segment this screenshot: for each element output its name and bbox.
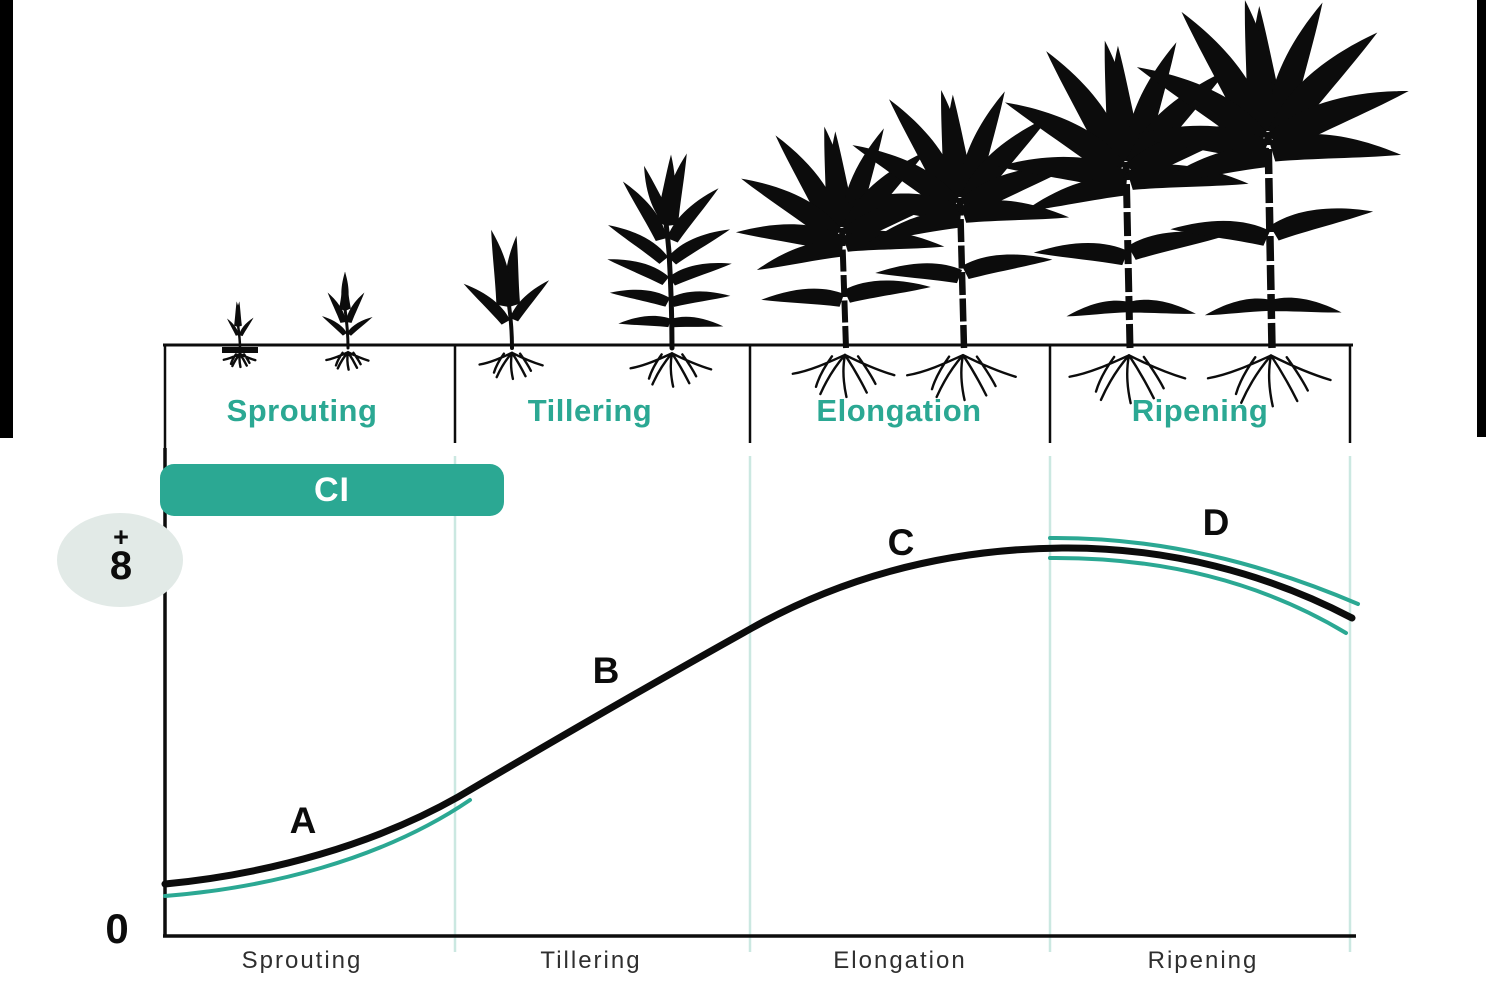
stage-label-elongation: Elongation [816, 393, 982, 428]
accent-ripening-upper-line [1048, 535, 1360, 606]
sprout-plant-large-icon [318, 271, 374, 371]
growth-curve [161, 544, 1356, 888]
stage-label-ripening: Ripening [1131, 393, 1269, 428]
sprout-plant-small-icon [222, 301, 258, 368]
curve-segment-label-d: D [1202, 502, 1230, 543]
accent-ripening-lower-line [1048, 555, 1348, 635]
y-axis-max-label: + 8 [109, 521, 133, 589]
y-axis-highlight-ellipse [57, 513, 183, 607]
curve-segment-label-a: A [289, 800, 317, 841]
y-axis-max-value: 8 [109, 544, 133, 589]
plant-illustrations [222, 0, 1409, 406]
ground-and-ticks [163, 343, 1353, 448]
x-axis-label-elongation: Elongation [833, 947, 967, 974]
ripe-cane-short-icon [998, 40, 1256, 406]
curve-accents [163, 535, 1360, 898]
ci-badge-label: CI [314, 470, 350, 509]
x-axis-label-sprouting: Sprouting [241, 947, 363, 974]
accent-sprouting-line [163, 798, 472, 898]
y-axis-plus-sign: + [113, 521, 129, 552]
ripe-cane-tall-icon [1129, 0, 1409, 406]
stage-label-sprouting: Sprouting [226, 393, 378, 428]
left-edge-bar [0, 0, 13, 438]
cane-plant-tall-icon [846, 89, 1076, 402]
curve-segment-label-c: C [887, 522, 915, 563]
curve-segment-label-b: B [592, 650, 620, 691]
y-axis-zero-label: 0 [105, 905, 129, 952]
x-axis-label-tillering: Tillering [540, 947, 642, 974]
right-edge-bar [1477, 0, 1486, 437]
ci-badge: CI [160, 464, 504, 516]
cane-plant-short-icon [735, 126, 951, 399]
x-axis-label-ripening: Ripening [1147, 947, 1259, 974]
stage-label-tillering: Tillering [527, 393, 653, 428]
tiller-plant-small-icon [456, 229, 557, 380]
tiller-plant-large-icon [607, 153, 732, 389]
